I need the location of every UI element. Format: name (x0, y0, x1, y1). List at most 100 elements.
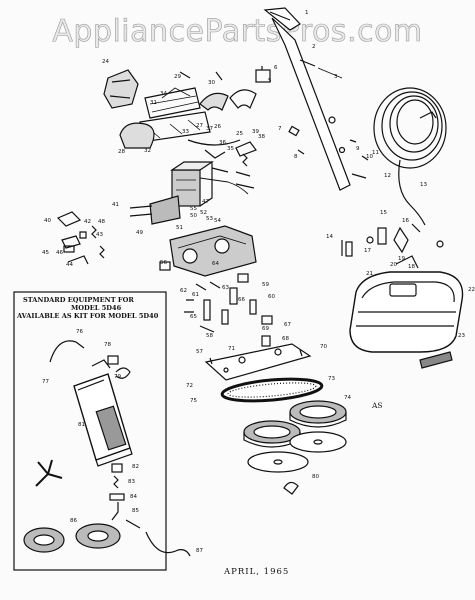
part-callouts: 1235678910111213141516171819202122232425… (42, 10, 475, 554)
part-number-30: 30 (208, 80, 215, 86)
part-number-76: 76 (76, 329, 83, 335)
part-number-44: 44 (66, 262, 73, 268)
part-number-62: 62 (180, 288, 187, 294)
brush-holder-parts (56, 211, 105, 265)
part-number-82: 82 (132, 464, 139, 470)
part-number-33: 33 (182, 129, 189, 135)
solution-tank (349, 271, 464, 369)
part-number-72: 72 (186, 383, 193, 389)
part-number-74: 74 (344, 395, 351, 401)
part-number-27: 27 (196, 123, 203, 129)
kit-parts (23, 340, 191, 557)
part-number-6: 6 (274, 65, 278, 71)
watermark: AppliancePartsPros.com (52, 14, 423, 50)
part-number-80: 80 (312, 474, 319, 480)
part-number-47: 47 (202, 199, 209, 205)
part-number-5: 5 (268, 78, 272, 84)
part-number-10: 10 (366, 154, 373, 160)
part-number-64: 64 (212, 261, 219, 267)
part-number-31: 31 (150, 100, 157, 106)
part-number-71: 71 (228, 346, 235, 352)
part-number-60: 60 (268, 294, 275, 300)
kit-box-title-line3: AVAILABLE AS KIT FOR MODEL 5D40 (17, 312, 159, 320)
part-number-37: 37 (206, 126, 213, 132)
part-number-8: 8 (294, 154, 298, 160)
scrub-brushes (243, 400, 347, 495)
part-number-12: 12 (384, 173, 391, 179)
drive-belt (220, 377, 324, 403)
part-number-23: 23 (458, 333, 465, 339)
part-number-7: 7 (278, 126, 282, 132)
part-number-15: 15 (380, 210, 387, 216)
part-number-70: 70 (320, 344, 327, 350)
part-number-28: 28 (118, 149, 125, 155)
kit-box-title-line2: MODEL 5D46 (71, 304, 122, 312)
part-number-3: 3 (334, 74, 338, 80)
part-number-58: 58 (206, 333, 213, 339)
part-number-54: 54 (214, 218, 221, 224)
switch-parts (341, 223, 444, 269)
diagram-date: APRIL, 1965 (224, 567, 290, 577)
handle-assembly (263, 7, 369, 191)
part-number-78: 78 (104, 342, 111, 348)
part-number-19: 19 (398, 256, 405, 262)
part-number-68: 68 (282, 336, 289, 342)
part-number-14: 14 (326, 234, 333, 240)
part-number-29: 29 (174, 74, 181, 80)
part-number-43: 43 (96, 232, 103, 238)
part-number-34: 34 (160, 91, 167, 97)
part-number-75: 75 (190, 398, 197, 404)
part-number-59: 59 (262, 282, 269, 288)
part-number-48: 48 (98, 219, 105, 225)
part-number-69: 69 (262, 326, 269, 332)
part-number-77: 77 (42, 379, 49, 385)
part-number-87: 87 (196, 548, 203, 554)
part-number-67: 67 (284, 322, 291, 328)
part-number-32: 32 (144, 148, 151, 154)
part-number-65: 65 (190, 314, 197, 320)
part-number-79: 79 (114, 374, 121, 380)
part-number-53: 53 (206, 216, 213, 222)
part-number-56: 56 (160, 260, 167, 266)
motor-cover-parts (103, 66, 271, 149)
part-number-35: 35 (227, 146, 234, 152)
part-number-73: 73 (328, 376, 335, 382)
part-number-21: 21 (366, 271, 373, 277)
part-number-25: 25 (236, 131, 243, 137)
base-plate (204, 343, 312, 381)
part-number-50: 50 (190, 213, 197, 219)
part-number-55: 55 (190, 206, 197, 212)
part-number-66: 66 (238, 297, 245, 303)
motor-assembly (129, 139, 257, 225)
part-number-41: 41 (112, 202, 119, 208)
part-number-17: 17 (364, 248, 371, 254)
part-number-38: 38 (258, 134, 265, 140)
part-number-86: 86 (70, 518, 77, 524)
part-number-85: 85 (132, 508, 139, 514)
part-number-46: 46 (56, 250, 63, 256)
part-number-9: 9 (356, 146, 360, 152)
part-number-61: 61 (192, 292, 199, 298)
part-number-52: 52 (200, 210, 207, 216)
part-number-57: 57 (196, 349, 203, 355)
part-number-84: 84 (130, 494, 137, 500)
part-number-36: 36 (219, 140, 226, 146)
part-number-2: 2 (312, 44, 316, 50)
part-number-39: 39 (252, 129, 259, 135)
part-number-51: 51 (176, 225, 183, 231)
part-number-11: 11 (372, 150, 379, 156)
part-number-16: 16 (402, 218, 409, 224)
part-number-81: 81 (78, 422, 85, 428)
part-number-1: 1 (305, 10, 309, 16)
part-number-40: 40 (44, 218, 51, 224)
part-number-18: 18 (408, 264, 415, 270)
part-number-83: 83 (128, 479, 135, 485)
part-number-20: 20 (390, 262, 397, 268)
part-number-42: 42 (84, 219, 91, 225)
part-number-63: 63 (222, 285, 229, 291)
power-cord-coil (373, 87, 447, 226)
part-number-13: 13 (420, 182, 427, 188)
kit-box-title-line1: STANDARD EQUIPMENT FOR (23, 296, 134, 304)
